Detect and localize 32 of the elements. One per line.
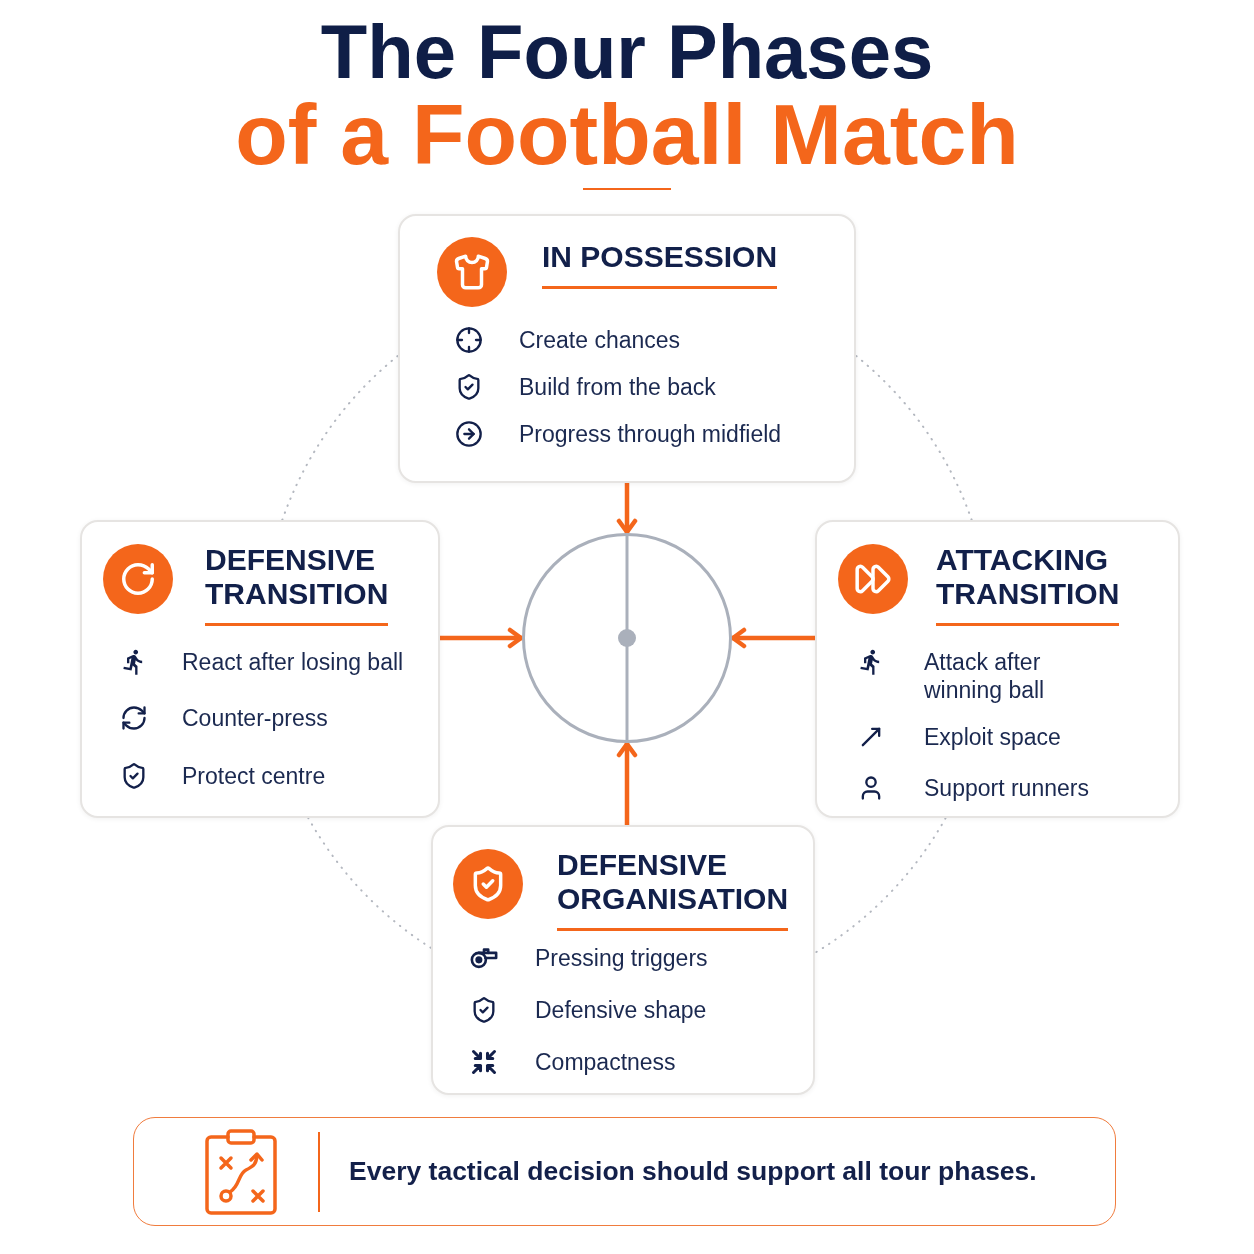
arrow: [440, 627, 524, 649]
dotted-ring-arc: [855, 355, 973, 522]
card-heading: DEFENSIVE TRANSITION: [205, 543, 389, 611]
list-item-text: React after losing ball: [182, 648, 404, 676]
list-item-text: Counter-press: [182, 704, 328, 732]
dotted-ring-arc: [307, 817, 432, 949]
title: The Four Phases of a Football Match: [234, 12, 1020, 176]
dotted-ring-arc: [281, 354, 400, 521]
card-heading: IN POSSESSION: [542, 240, 778, 274]
list-item-text: Support runners: [924, 774, 1089, 802]
list-item-text: Exploit space: [924, 723, 1061, 751]
summary-text: Every tactical decision should support all tour phases.: [349, 1155, 1037, 1188]
list-item-text: Protect centre: [182, 762, 326, 790]
arrow: [730, 627, 815, 649]
list-item-text: Defensive shape: [535, 996, 707, 1024]
phase-card: [80, 520, 440, 818]
phase-card: [431, 825, 815, 1095]
arrow: [616, 483, 638, 535]
arrow: [616, 741, 638, 825]
card-heading: DEFENSIVE ORGANISATION: [557, 848, 789, 916]
list-item-text: Attack after winning ball: [924, 648, 1046, 704]
dotted-ring-arc: [813, 817, 947, 954]
phase-card: [398, 214, 856, 483]
list-item-text: Compactness: [535, 1048, 676, 1076]
centre-circle: [522, 533, 732, 743]
phase-card: [815, 520, 1180, 818]
list-item-text: Build from the back: [519, 373, 716, 401]
card-heading: ATTACKING TRANSITION: [936, 543, 1120, 611]
summary-banner: [133, 1117, 1116, 1226]
list-item-text: Progress through midfield: [519, 420, 782, 448]
list-item-text: Create chances: [519, 326, 681, 354]
list-item-text: Pressing triggers: [535, 944, 708, 972]
